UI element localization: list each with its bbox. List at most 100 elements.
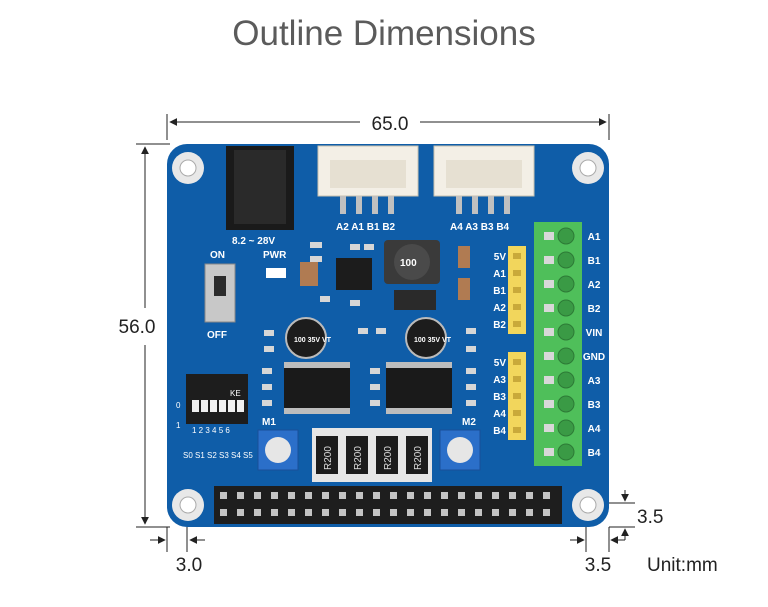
gpio-pin <box>237 509 244 516</box>
gpio-pin <box>390 509 397 516</box>
driver-ic-right <box>386 362 452 414</box>
gpio-pin <box>356 509 363 516</box>
terminal-screws <box>544 227 575 461</box>
terminal-screw <box>557 443 575 461</box>
left-offset-dimension: 3.0 <box>176 555 202 576</box>
header-pin-label: B3 <box>493 392 506 403</box>
gpio-pins <box>220 492 550 516</box>
gpio-pin <box>492 509 499 516</box>
terminal-screw <box>557 347 575 365</box>
terminal-screw <box>557 323 575 341</box>
gpio-pin <box>339 492 346 499</box>
dip-row-0-label: 0 <box>176 401 181 410</box>
pot-m1-label: M1 <box>262 417 276 428</box>
terminal-slot <box>544 256 554 264</box>
driver-ic-left <box>284 362 350 414</box>
capacitor-left-label: 100 35V VT <box>294 337 332 344</box>
gpio-pin <box>271 492 278 499</box>
connector-right-pin-labels: A4 A3 B3 B4 <box>450 222 510 233</box>
dc-power-jack <box>226 146 294 230</box>
gpio-pin <box>390 492 397 499</box>
header-pin-label: A4 <box>493 409 506 420</box>
dip-address-labels: S0 S1 S2 S3 S4 S5 <box>183 451 253 460</box>
gpio-pin <box>322 509 329 516</box>
dip-ke-label: KE <box>230 389 241 398</box>
gpio-pin <box>288 492 295 499</box>
pwr-led <box>266 268 286 278</box>
terminal-slot <box>544 304 554 312</box>
terminal-label: B1 <box>588 256 601 267</box>
gpio-pin <box>543 492 550 499</box>
terminal-label: A1 <box>588 232 601 243</box>
header-pin-label: A2 <box>493 303 506 314</box>
gpio-pin <box>254 492 261 499</box>
terminal-label: A4 <box>588 424 601 435</box>
mounting-holes <box>172 152 604 521</box>
gpio-pin <box>475 509 482 516</box>
width-dimension: 65.0 <box>372 114 409 135</box>
terminal-label: B4 <box>588 448 601 459</box>
terminal-screw <box>557 251 575 269</box>
sense-resistors <box>312 428 432 482</box>
gpio-pin <box>305 492 312 499</box>
header-pin <box>513 410 521 416</box>
terminal-screw <box>557 371 575 389</box>
gpio-header <box>214 486 562 524</box>
power-switch <box>204 263 236 323</box>
gpio-pin <box>288 509 295 516</box>
gpio-pin <box>407 509 414 516</box>
gpio-pin <box>424 492 431 499</box>
terminal-slot <box>544 232 554 240</box>
terminal-slot <box>544 448 554 456</box>
terminal-screw <box>557 299 575 317</box>
pot-m2-label: M2 <box>462 417 476 428</box>
terminal-slot <box>544 352 554 360</box>
terminal-label: B3 <box>588 400 601 411</box>
potentiometer-m1 <box>257 429 299 471</box>
terminal-screw <box>557 275 575 293</box>
gpio-pin <box>458 509 465 516</box>
terminal-label: GND <box>583 352 605 363</box>
diode <box>394 290 436 310</box>
pwr-label: PWR <box>263 250 287 261</box>
gpio-pin <box>339 509 346 516</box>
header-pin-label: 5V <box>494 252 507 263</box>
unit-label: Unit:mm <box>647 555 718 576</box>
motor-connector-left <box>317 145 419 214</box>
terminal-slot <box>544 280 554 288</box>
gpio-pin <box>424 509 431 516</box>
header-pin-label: A1 <box>493 269 506 280</box>
potentiometer-m2 <box>439 429 481 471</box>
terminal-screw <box>557 419 575 437</box>
switch-off-label: OFF <box>207 330 227 341</box>
gpio-pin <box>373 492 380 499</box>
resistor-4-label: R200 <box>413 446 424 470</box>
gpio-pin <box>475 492 482 499</box>
gpio-pin <box>441 509 448 516</box>
dip-number-labels: 1 2 3 4 5 6 <box>192 426 230 435</box>
gpio-pin <box>220 509 227 516</box>
header-pin <box>513 321 521 327</box>
header-pin-label: A3 <box>493 375 506 386</box>
bottom-offset-dimension: 3.5 <box>637 507 663 528</box>
header-pin <box>513 393 521 399</box>
resistor-3-label: R200 <box>383 446 394 470</box>
gpio-pin <box>254 509 261 516</box>
header-pin <box>513 287 521 293</box>
switch-on-label: ON <box>210 250 225 261</box>
page-title: Outline Dimensions <box>232 14 536 53</box>
header-pin <box>513 376 521 382</box>
smd-components <box>262 242 476 406</box>
header-pin-label: B4 <box>493 426 506 437</box>
gpio-pin <box>373 509 380 516</box>
capacitor-left <box>285 317 327 359</box>
gpio-pin <box>492 492 499 499</box>
gpio-pin <box>441 492 448 499</box>
gpio-pin <box>271 509 278 516</box>
motor-connector-right <box>433 145 535 214</box>
regulator-chip <box>336 258 372 290</box>
power-voltage-label: 8.2 ~ 28V <box>232 236 275 247</box>
